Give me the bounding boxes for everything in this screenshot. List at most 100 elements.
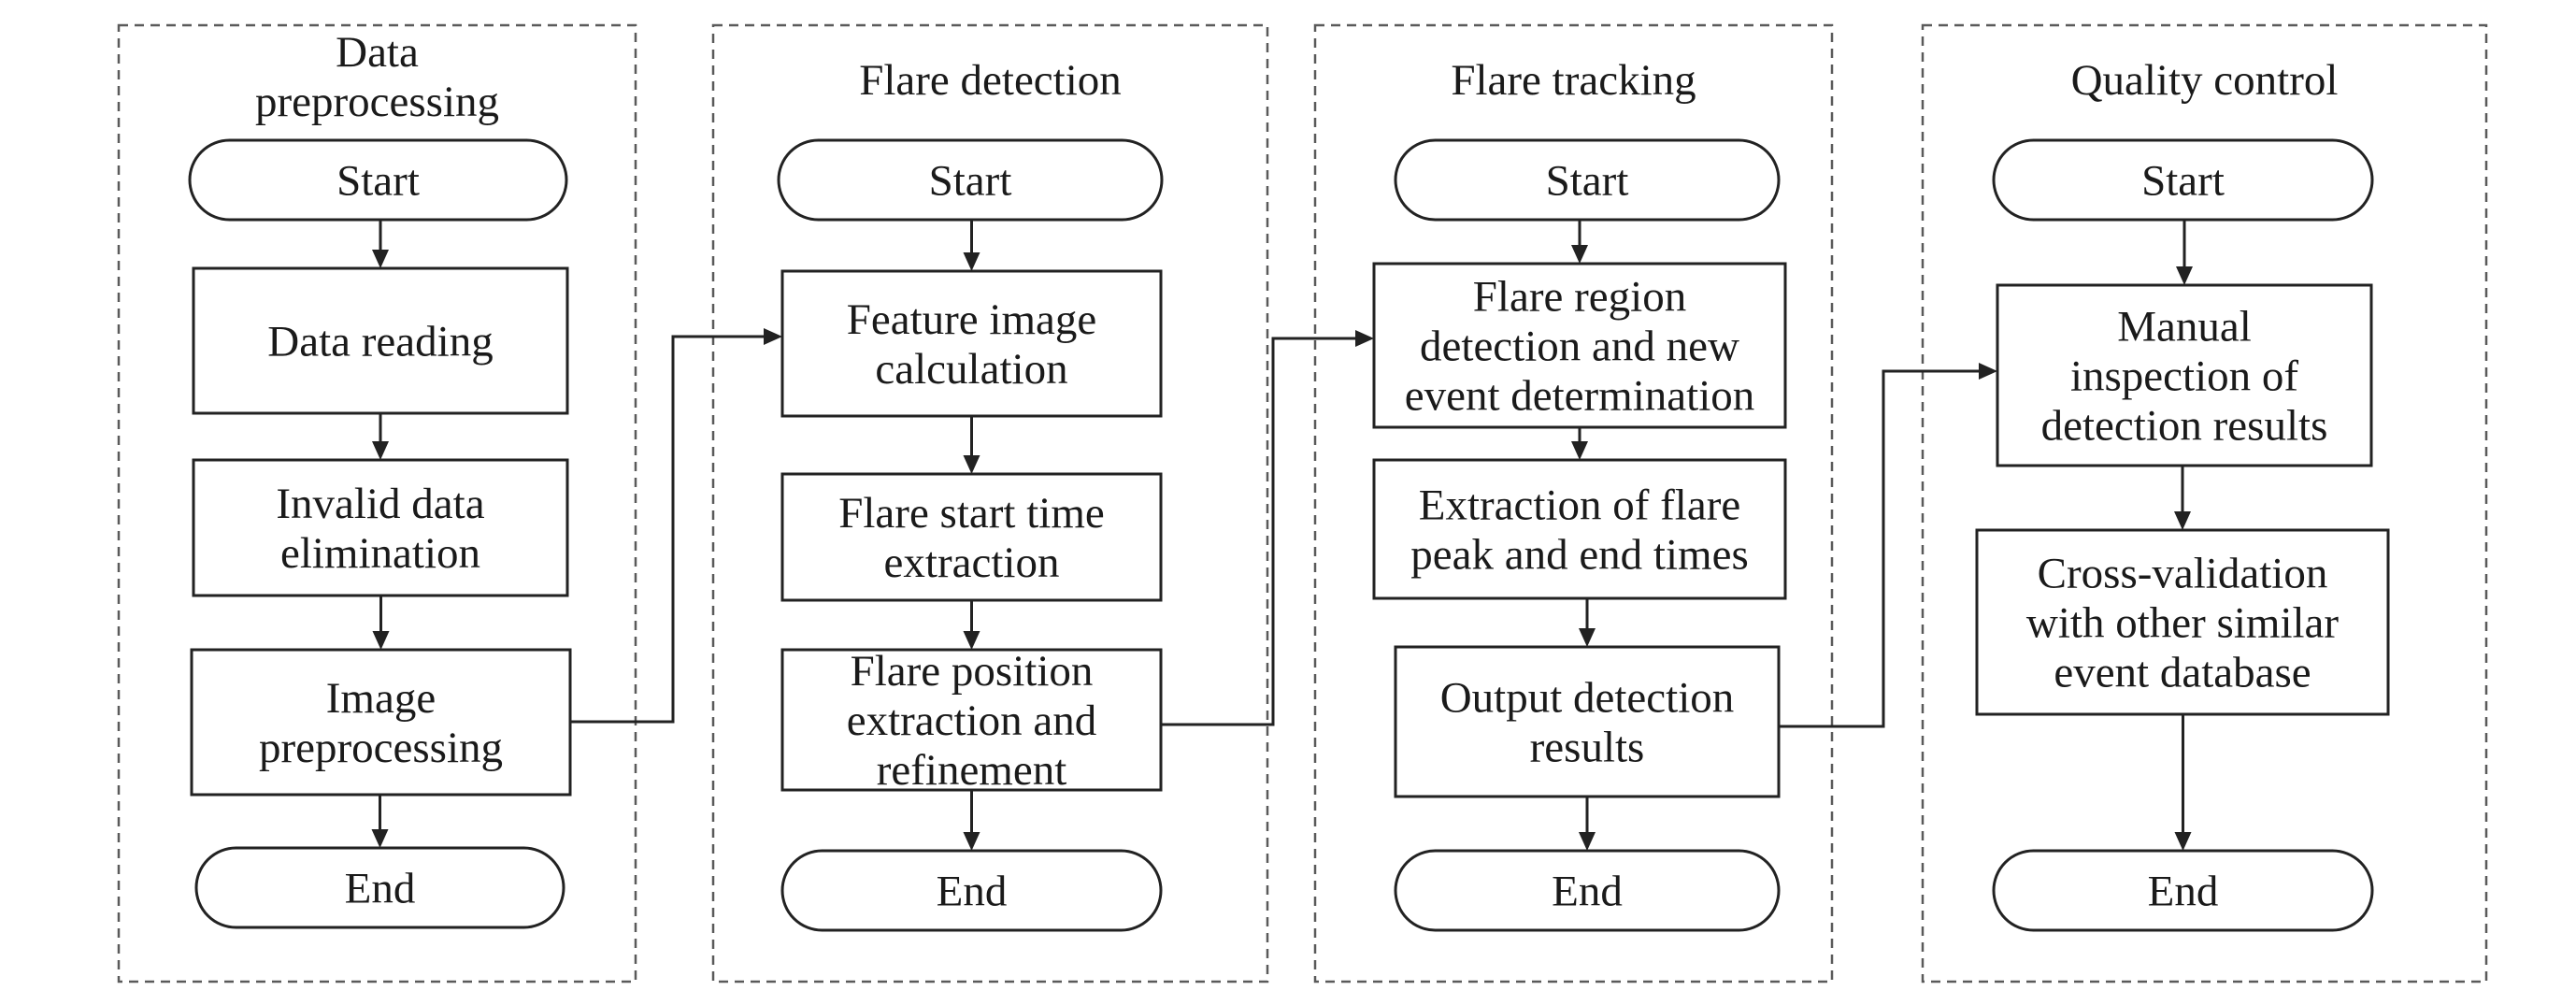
node-label-line-1: End	[2148, 868, 2219, 916]
process-box	[780, 472, 1163, 602]
connector-line	[1161, 337, 1357, 726]
process-node-dp-data-reading: Data reading	[192, 266, 569, 415]
node-label-line-1: Cross-validation	[2038, 550, 2328, 598]
connector-dp-data-reading-to-dp-invalid-data-elimination	[372, 413, 389, 460]
node-label-line-1: Output detection	[1440, 674, 1735, 723]
terminal-shape	[188, 138, 568, 222]
terminal-shape	[1394, 849, 1781, 932]
node-label-line-3: refinement	[877, 746, 1067, 795]
node-label-line-2: elimination	[280, 529, 480, 578]
terminal-shape	[1992, 849, 2374, 932]
node-label-line-1: Manual	[2117, 303, 2252, 352]
node-label-line-1: Extraction of flare	[1419, 481, 1741, 530]
node-label-line-1: Flare region	[1473, 273, 1686, 322]
arrowhead	[372, 250, 389, 268]
process-box	[192, 266, 569, 415]
arrowhead	[2174, 511, 2191, 530]
group-title-line-1: Quality control	[2071, 56, 2339, 105]
node-label-line-1: Flare start time	[838, 489, 1105, 538]
node-label-line-1: Start	[2141, 157, 2225, 206]
group-frame-data-preprocessing	[117, 23, 637, 983]
process-box	[780, 269, 1163, 418]
process-box	[1975, 528, 2390, 716]
node-label-line-1: Image	[326, 674, 436, 723]
connector-ft-start-to-ft-flare-region-detection	[1571, 220, 1588, 264]
process-box	[1372, 262, 1787, 429]
arrowhead	[372, 441, 389, 460]
arrowhead	[963, 631, 980, 650]
node-label-line-2: detection and new	[1420, 323, 1739, 371]
arrowhead	[963, 252, 980, 271]
node-label-line-1: Invalid data	[276, 480, 484, 528]
group-title-line-2: preprocessing	[255, 78, 499, 126]
node-label-line-1: End	[345, 865, 416, 913]
arrowhead	[963, 455, 980, 474]
connector-fd-start-to-fd-feature-image-calculation	[963, 220, 980, 271]
terminal-node-dp-start: Start	[188, 138, 568, 222]
group-flare-detection: Flare detection	[711, 23, 1269, 983]
connector-fd-flare-start-time-extraction-to-fd-flare-position-extraction	[963, 600, 980, 650]
node-label-line-2: calculation	[875, 345, 1067, 394]
connector-dp-invalid-data-elimination-to-dp-image-preprocessing	[372, 596, 390, 650]
arrowhead	[1579, 832, 1596, 851]
node-label-line-2: extraction and	[847, 696, 1097, 745]
arrowhead	[1571, 441, 1588, 460]
arrowhead	[371, 829, 389, 848]
group-title-quality-control: Quality control	[2071, 56, 2339, 105]
group-quality-control: Quality control	[1921, 23, 2488, 983]
arrowhead	[2174, 832, 2192, 851]
connector-dp-start-to-dp-data-reading	[372, 220, 389, 268]
node-label-line-1: Feature image	[847, 295, 1097, 344]
arrowhead	[1571, 245, 1588, 264]
connector-ft-output-detection-results-to-qc-manual-inspection	[1779, 363, 1997, 728]
group-frame-quality-control	[1921, 23, 2488, 983]
terminal-node-qc-start: Start	[1992, 138, 2374, 222]
connector-qc-manual-inspection-to-qc-cross-validation	[2174, 466, 2191, 530]
node-label-line-2: peak and end times	[1410, 531, 1749, 580]
node-label-line-1: Flare position	[851, 647, 1094, 696]
connector-fd-flare-position-extraction-to-ft-flare-region-detection	[1161, 330, 1374, 726]
arrowhead	[963, 832, 980, 851]
process-box	[1394, 645, 1781, 798]
node-label-line-1: Start	[336, 157, 420, 206]
node-label-line-2: extraction	[884, 538, 1060, 587]
terminal-node-ft-start: Start	[1394, 138, 1781, 222]
group-title-flare-detection: Flare detection	[859, 56, 1122, 105]
terminal-node-ft-end: End	[1394, 849, 1781, 932]
group-title-flare-tracking: Flare tracking	[1451, 56, 1696, 105]
node-label-line-3: event determination	[1405, 372, 1755, 421]
node-label-line-2: inspection of	[2070, 352, 2298, 401]
node-label-line-2: with other similar	[2026, 599, 2340, 648]
connector-qc-start-to-qc-manual-inspection	[2176, 220, 2193, 285]
terminal-node-fd-start: Start	[777, 138, 1164, 222]
node-label-line-2: preprocessing	[259, 724, 503, 772]
node-label-line-1: Start	[1546, 157, 1629, 206]
connector-dp-image-preprocessing-to-fd-feature-image-calculation	[570, 328, 782, 724]
connector-fd-flare-position-extraction-to-fd-end	[963, 790, 980, 851]
group-title-line-1: Flare tracking	[1451, 56, 1696, 105]
node-label-line-1: End	[1552, 868, 1623, 916]
node-label-line-1: Data reading	[267, 318, 493, 366]
terminal-node-dp-end: End	[194, 846, 565, 929]
node-label-line-2: results	[1530, 724, 1645, 772]
group-frame-flare-tracking	[1313, 23, 1834, 983]
connector-dp-image-preprocessing-to-dp-end	[371, 795, 389, 848]
process-box	[1372, 458, 1787, 600]
arrowhead	[1355, 330, 1374, 347]
arrowhead	[1979, 363, 1997, 380]
process-box	[190, 648, 572, 797]
